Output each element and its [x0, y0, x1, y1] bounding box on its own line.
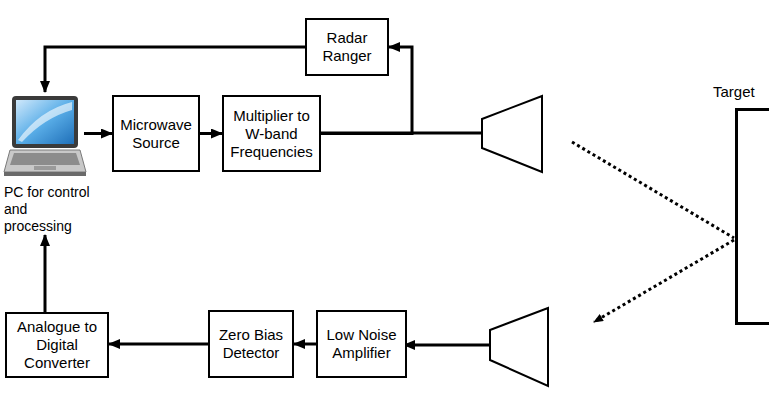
process-box: Analogue to Digital Converter [5, 312, 109, 378]
node-label: Zero Bias Detector [210, 326, 292, 362]
transmit-horn [482, 96, 542, 172]
node-label: Multiplier to W-band Frequencies [224, 107, 319, 161]
reflected-beam [594, 240, 734, 322]
process-box: Multiplier to W-band Frequencies [222, 95, 321, 172]
signal-arrow [109, 343, 208, 346]
target-plate: Target [735, 108, 769, 325]
node-label: PC for control and processing [4, 184, 96, 235]
receive-horn [490, 308, 548, 386]
signal-arrow [84, 132, 112, 135]
signal-arrow [44, 235, 47, 312]
process-box: Low Noise Amplifier [316, 310, 407, 378]
signal-arrow [294, 343, 316, 346]
signal-arrow [45, 47, 305, 92]
node-label: Radar Ranger [307, 29, 387, 65]
process-box: Microwave Source [112, 95, 200, 172]
signal-arrow [200, 132, 222, 135]
computer-node: PC for control and processing [4, 92, 96, 235]
node-heading: Target [713, 83, 755, 101]
process-box: Radar Ranger [305, 18, 389, 76]
transmit-beam [572, 142, 734, 238]
laptop-icon [4, 96, 86, 176]
process-box: Zero Bias Detector [208, 310, 294, 378]
node-label: Low Noise Amplifier [318, 326, 405, 362]
node-label: Microwave Source [114, 116, 198, 152]
node-label: Analogue to Digital Converter [7, 318, 107, 372]
receive-wire [404, 344, 490, 347]
